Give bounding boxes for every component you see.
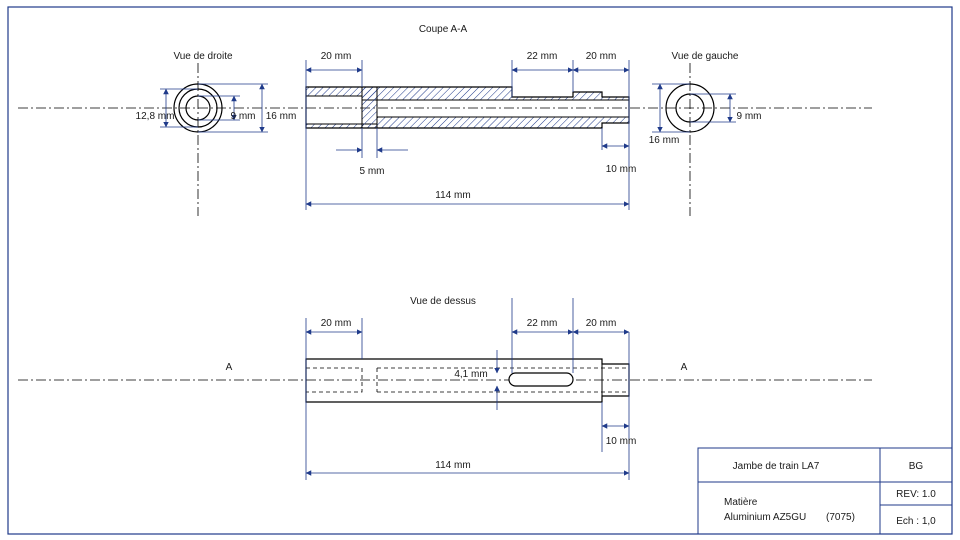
right-view-title: Vue de droite [173,51,233,62]
material-value: Aluminium AZ5GU [724,512,806,523]
dim-10-section: 10 mm [606,164,637,175]
section-view [305,86,630,129]
top-view-outline [305,358,630,403]
left-view-title: Vue de gauche [672,51,739,62]
dim-10-top: 10 mm [606,436,637,447]
author-initials: BG [909,461,924,472]
scale: Ech : 1,0 [896,516,936,527]
top-view [305,358,630,403]
section-partition [361,86,378,129]
dim-9-left: 9 mm [737,111,762,122]
dim-20-right-section: 20 mm [586,51,617,62]
top-view-title: Vue de dessus [410,296,476,307]
section-dimensions [305,60,630,210]
revision: REV: 1.0 [896,489,936,500]
part-name: Jambe de train LA7 [733,461,820,472]
section-title: Coupe A-A [419,24,468,35]
dim-4-1: 4,1 mm [454,369,487,380]
right-view-dimensions [160,83,268,133]
title-block [697,447,953,535]
dim-9-right: 9 mm [231,111,256,122]
dim-12-8: 12,8 mm [136,111,175,122]
top-view-dimensions [305,298,630,480]
material-label: Matière [724,497,758,508]
material-code: (7075) [826,512,855,523]
dim-22-top: 22 mm [527,318,558,329]
dim-22-section: 22 mm [527,51,558,62]
dim-20-left-section: 20 mm [321,51,352,62]
dim-16-right: 16 mm [266,111,297,122]
dim-114-section: 114 mm [435,190,470,201]
dim-20-right-top: 20 mm [586,318,617,329]
dim-114-top: 114 mm [435,460,470,471]
top-view-slot [508,372,574,387]
dim-16-left: 16 mm [649,135,680,146]
section-marker-left: A [226,362,233,373]
left-view-dimensions [652,83,736,133]
dim-5: 5 mm [360,166,385,177]
section-marker-right: A [681,362,688,373]
drawing-frame [7,6,953,535]
dim-20-left-top: 20 mm [321,318,352,329]
